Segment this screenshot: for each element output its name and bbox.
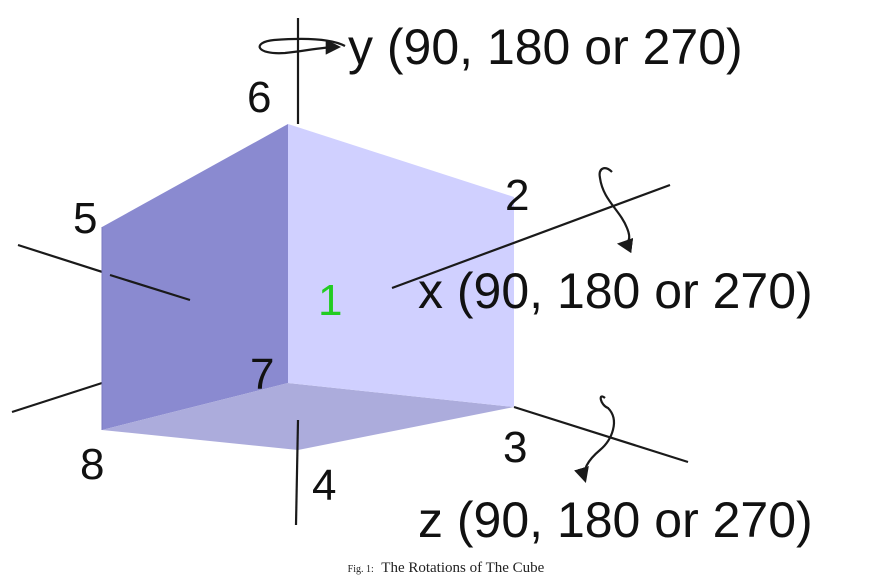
cube-bottom-face [102, 383, 514, 450]
z-axis-label: z (90, 180 or 270) [418, 492, 813, 548]
vertex-label-8: 8 [80, 440, 104, 489]
x-axis-line-right [391, 183, 671, 290]
x-axis-label: x (90, 180 or 270) [418, 263, 813, 319]
figure-caption-prefix: Fig. 1: [348, 564, 374, 575]
vertex-label-6: 6 [247, 73, 271, 122]
cube-front-face [288, 124, 514, 407]
figure-caption: Fig. 1: The Rotations of The Cube [348, 560, 545, 576]
y-axis-label: y (90, 180 or 270) [348, 19, 743, 75]
x-rotation-arrow-icon [598, 167, 634, 254]
face-label-1: 1 [318, 276, 342, 325]
vertex-label-2: 2 [505, 171, 529, 220]
vertex-label-7: 7 [250, 350, 274, 399]
vertex-label-5: 5 [73, 194, 97, 243]
z-axis-line-left [11, 381, 103, 414]
cube-left-face [102, 124, 288, 430]
z-axis-line-bottom [294, 419, 300, 526]
figure-caption-text: The Rotations of The Cube [381, 560, 544, 576]
z-rotation-arrow-icon [574, 395, 616, 483]
vertex-label-3: 3 [503, 423, 527, 472]
x-axis-line-over-left-face [109, 273, 191, 302]
vertex-label-4: 4 [312, 461, 336, 510]
y-rotation-arrow-icon [258, 37, 346, 55]
z-axis-line-right [513, 405, 689, 464]
